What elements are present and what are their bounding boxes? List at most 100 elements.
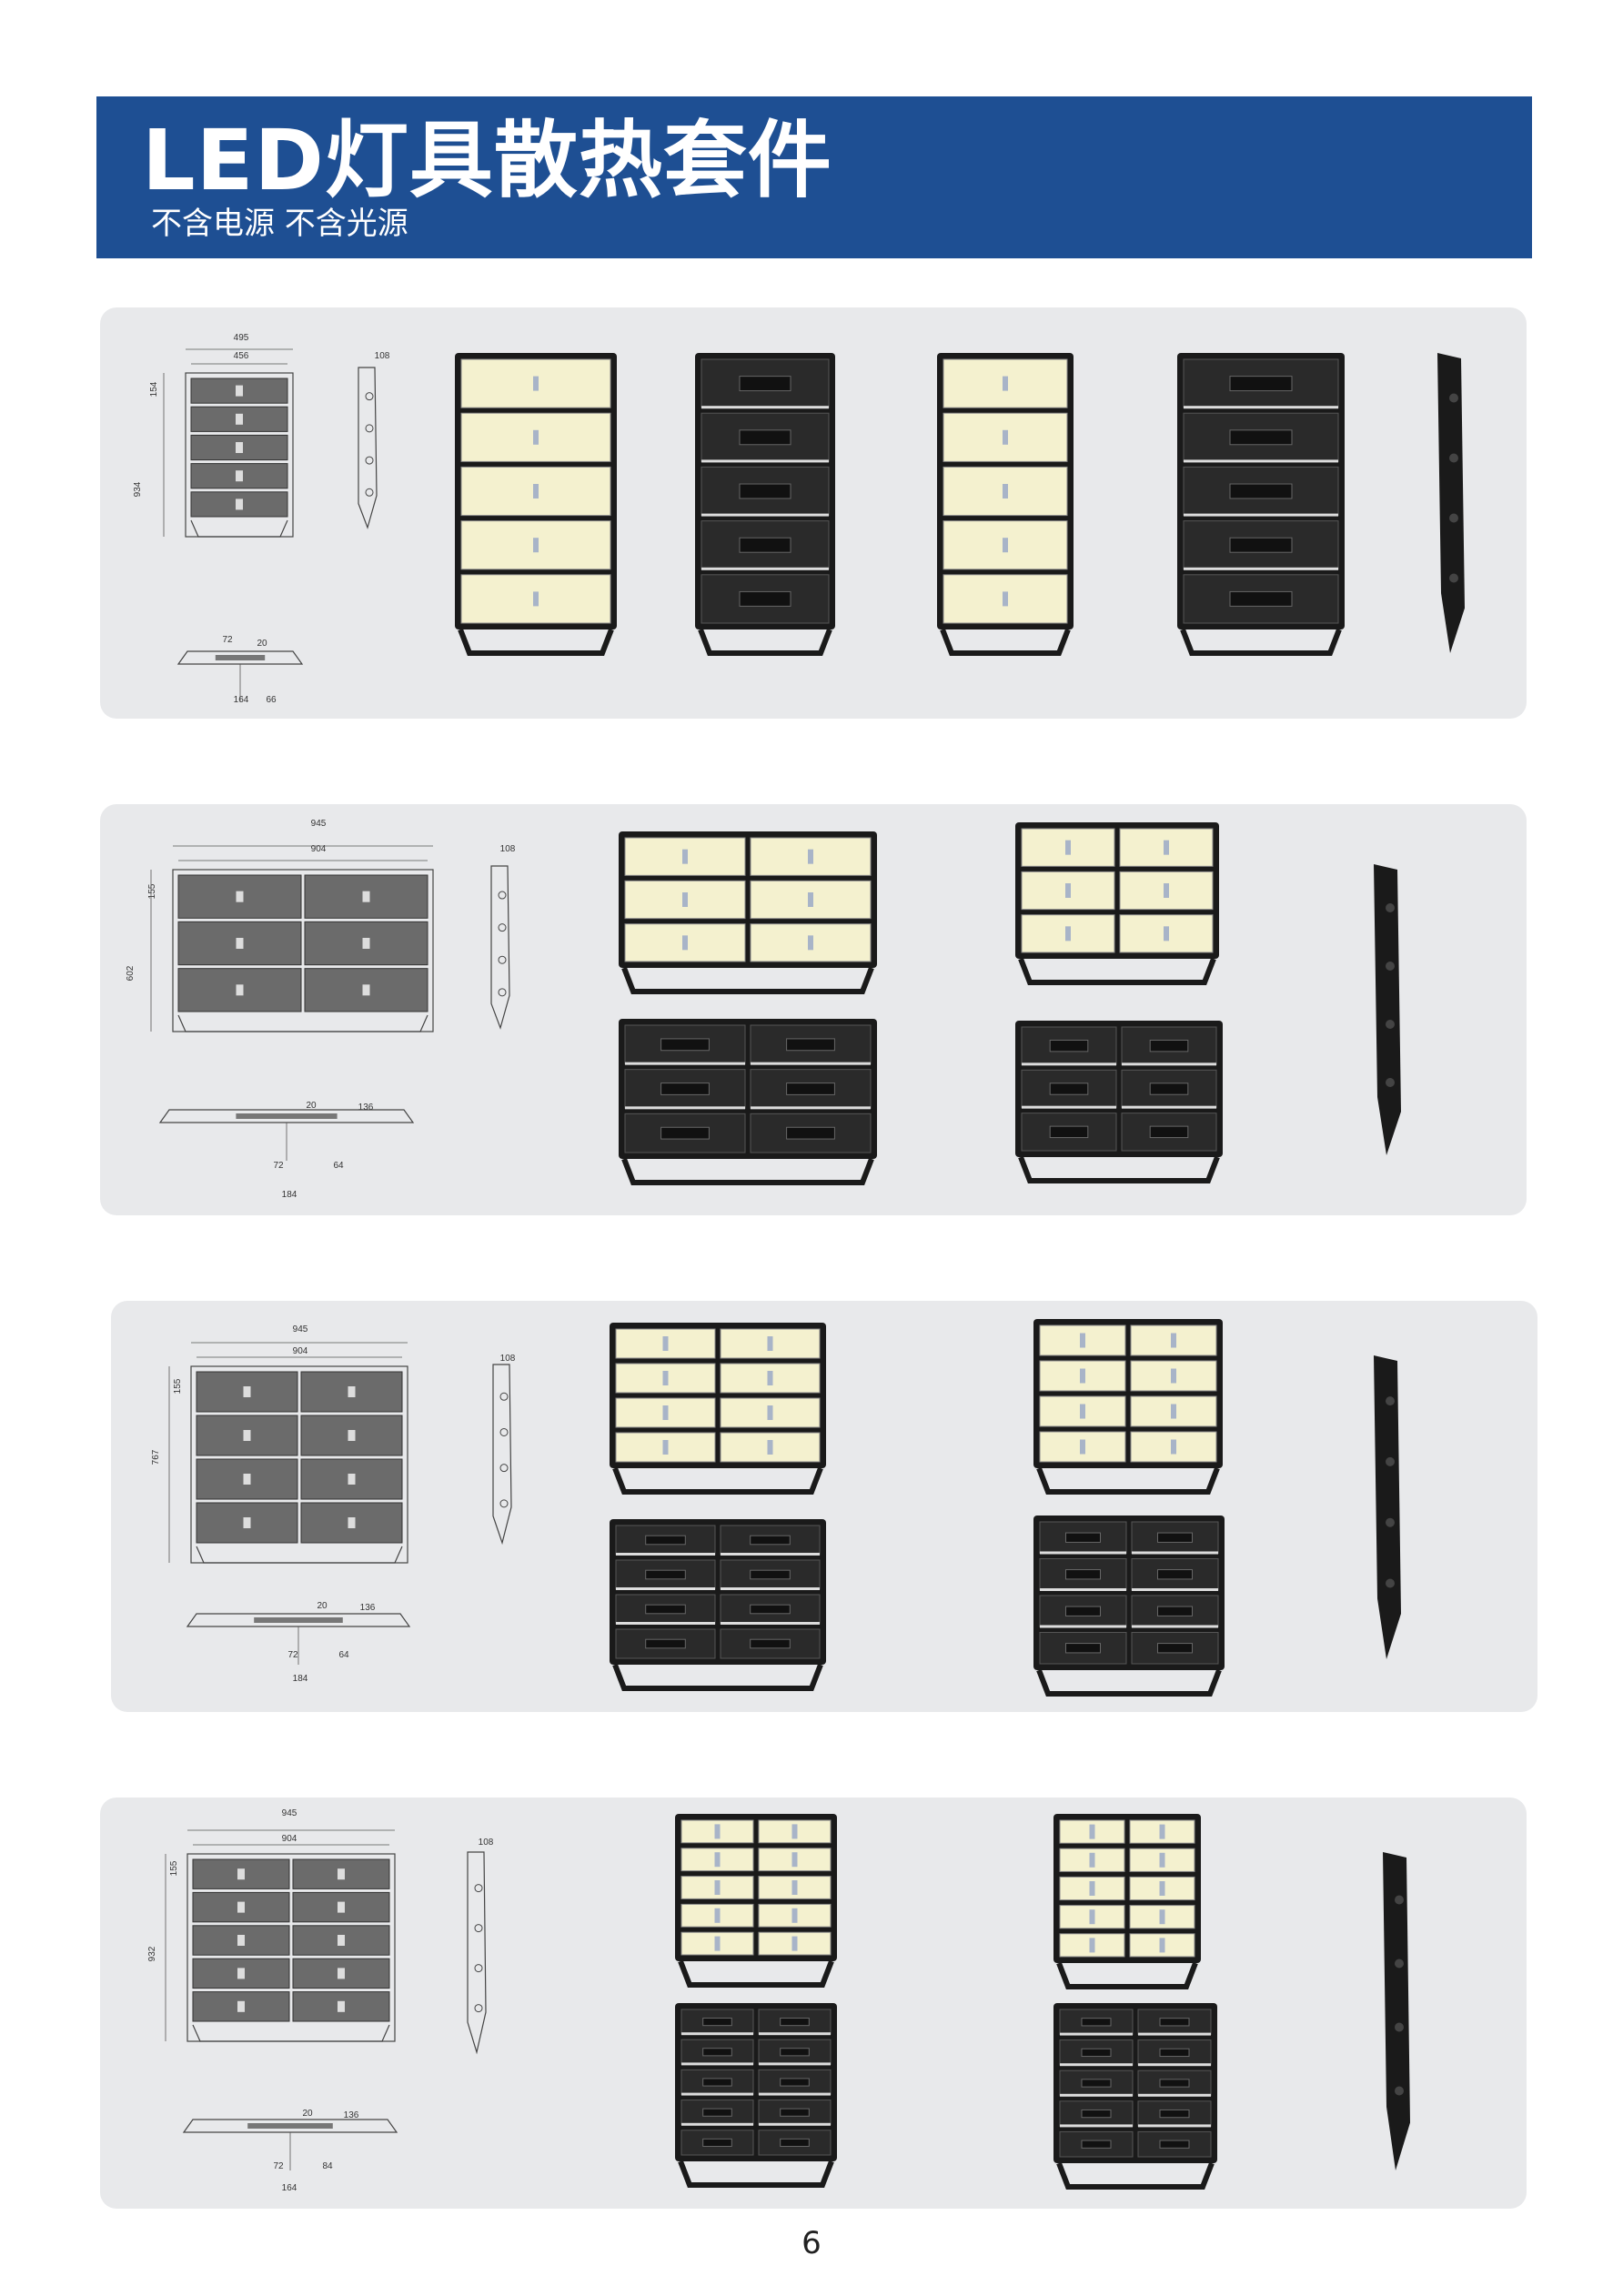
product-side-profile: [1374, 1355, 1401, 1659]
heatsink-box: [739, 429, 791, 446]
heatsink-box: [786, 1038, 835, 1052]
side-bolt: [498, 955, 507, 964]
drawing-module-label: [243, 1430, 251, 1441]
dim-bottom-d: 64: [333, 1161, 344, 1171]
heatsink-box: [1065, 1606, 1101, 1616]
dim-bottom-c: 72: [273, 1161, 284, 1171]
heatsink-rail: [701, 406, 829, 409]
technical-drawing-bottom-view: [182, 2119, 398, 2170]
product-panel-1: 495 456 154 934 108 72 20 164 66: [100, 307, 1527, 719]
side-bolt: [499, 1499, 509, 1508]
led-module-center: [682, 892, 688, 907]
dim-inner-width: 904: [293, 1346, 308, 1356]
heatsink-box: [1157, 1606, 1193, 1616]
heatsink-box: [750, 1569, 791, 1580]
heatsink-rail: [721, 1587, 820, 1590]
bottom-outline: [176, 650, 304, 665]
technical-drawing-side-view: [492, 1364, 512, 1546]
heatsink-box: [780, 2018, 810, 2027]
profile-bolt: [1395, 1959, 1404, 1969]
heatsink-rail: [681, 2032, 753, 2036]
dim-bottom-a: 20: [317, 1601, 328, 1611]
led-module-center: [1065, 840, 1071, 855]
profile-bolt: [1386, 1020, 1395, 1029]
led-module-center: [1159, 1909, 1165, 1925]
heatsink-rail: [625, 1062, 745, 1065]
led-module-center: [714, 1824, 721, 1839]
led-module-center: [791, 1852, 798, 1868]
led-module-center: [1089, 1852, 1095, 1868]
heatsink-box: [1229, 429, 1293, 446]
side-bolt: [365, 424, 374, 433]
fixture-bracket: [1056, 2161, 1215, 2190]
heatsink-box: [702, 2138, 732, 2147]
led-module-center: [767, 1405, 773, 1420]
heatsink-rail: [701, 513, 829, 517]
heatsink-box: [1149, 1125, 1189, 1139]
heatsink-box: [1149, 1083, 1189, 1095]
fixture-housing: [1033, 1319, 1223, 1468]
side-bolt: [499, 1464, 509, 1473]
heatsink-box: [780, 2108, 810, 2117]
product-panel-4: 945 904 155 932 108 20 136 72 84 164: [100, 1798, 1527, 2209]
led-module-center: [1159, 1852, 1165, 1868]
dim-module-height: 154: [149, 381, 159, 397]
heatsink-box: [1081, 2079, 1112, 2088]
led-module-center: [533, 429, 539, 445]
bottom-mount: [254, 1617, 343, 1623]
bottom-outline: [186, 1613, 411, 1627]
led-module-center: [1159, 1881, 1165, 1896]
drawing-module-label: [348, 1430, 356, 1441]
product-back-1: [610, 1519, 826, 1691]
heatsink-rail: [751, 1062, 871, 1065]
panel-4-graphics: 945 904 155 932 108 20 136 72 84 164: [147, 1808, 1410, 2193]
product-back-2: [1033, 1516, 1225, 1697]
heatsink-box: [780, 2048, 810, 2057]
product-panel-2: 945 904 155 602 108 20 136 72 64 184: [100, 804, 1527, 1215]
bottom-mount: [215, 655, 266, 660]
profile-bolt: [1449, 573, 1458, 583]
product-side-profile: [1437, 353, 1465, 653]
heatsink-box: [786, 1083, 835, 1095]
heatsink-box: [750, 1604, 791, 1615]
heatsink-rail: [1138, 2063, 1211, 2067]
profile-bolt: [1386, 1456, 1395, 1466]
heatsink-rail: [1184, 406, 1338, 409]
profile-bolt: [1395, 1895, 1404, 1905]
fixture-bracket: [621, 966, 874, 994]
heatsink-rail: [1122, 1062, 1216, 1066]
drawing-module-label: [362, 984, 370, 996]
heatsink-rail: [1132, 1588, 1218, 1591]
side-bolt: [474, 1884, 483, 1893]
heatsink-rail: [1040, 1625, 1126, 1628]
led-module-center: [791, 1908, 798, 1923]
led-module-center: [1164, 840, 1169, 855]
drawing-module-label: [362, 938, 370, 949]
technical-drawing-front-view: [165, 1829, 396, 2042]
heatsink-box: [1229, 376, 1293, 392]
panel-2-graphics: 945 904 155 602 108 20 136 72 64 184: [126, 819, 1401, 1200]
fixture-bracket: [940, 628, 1071, 656]
heatsink-box: [1065, 1532, 1101, 1543]
bottom-mount: [236, 1113, 338, 1119]
side-outline: [492, 1364, 512, 1546]
drawing-module-label: [237, 1968, 245, 1979]
led-module-center: [1080, 1368, 1085, 1384]
drawing-module-label: [243, 1386, 251, 1397]
heatsink-box: [1081, 2018, 1112, 2027]
dim-height: 602: [126, 965, 136, 981]
product-front-lit-1: [455, 353, 617, 656]
led-module-center: [662, 1336, 669, 1351]
page-subtitle: 不含电源 不含光源: [151, 206, 408, 242]
drawing-module-label: [362, 891, 370, 902]
led-module-center: [791, 1824, 798, 1839]
panel-3-graphics: 945 904 155 767 108 20 136 72 64 184: [151, 1319, 1401, 1697]
heatsink-rail: [1060, 2093, 1133, 2097]
led-module-center: [1003, 591, 1008, 607]
heatsink-box: [660, 1126, 710, 1140]
drawing-module: [190, 378, 288, 404]
led-module: [1021, 871, 1115, 911]
led-module-center: [1089, 1881, 1095, 1896]
led-module-center: [808, 935, 813, 951]
profile-bolt: [1395, 2022, 1404, 2032]
